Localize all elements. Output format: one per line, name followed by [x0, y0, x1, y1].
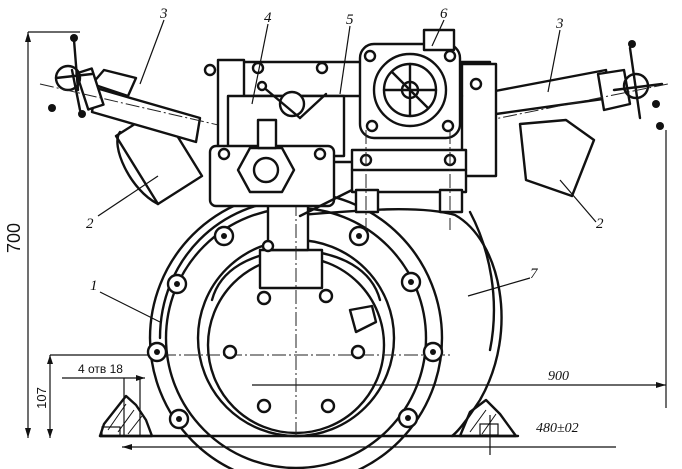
label-part-3-left: 3 — [159, 6, 168, 22]
bolt — [222, 344, 238, 360]
support-bracket — [298, 130, 468, 230]
bolt — [348, 225, 370, 247]
bolt — [422, 341, 444, 363]
dim-107-text: 107 — [34, 387, 49, 409]
dim-480-text: 480±02 — [536, 421, 579, 436]
bolt — [256, 290, 272, 306]
dimension-900: 900 — [252, 130, 667, 408]
dim-900-text: 900 — [548, 369, 569, 384]
dim-holes-text: 4 отв 18 — [78, 362, 123, 376]
label-part-2-left: 2 — [86, 216, 94, 232]
volute-casing — [298, 208, 503, 438]
bolt — [261, 239, 275, 253]
bolt — [256, 398, 272, 414]
bolt — [146, 341, 168, 363]
part-labels: 1 2 2 3 3 4 5 6 7 — [86, 6, 604, 294]
bolt — [400, 271, 422, 293]
label-part-2-right: 2 — [596, 216, 604, 232]
bolt — [213, 225, 235, 247]
dimension-700: 700 — [4, 31, 80, 438]
bolt — [397, 407, 419, 429]
bolt — [350, 344, 366, 360]
label-part-6: 6 — [440, 6, 448, 22]
bolt — [168, 408, 190, 430]
dim-700-text: 700 — [4, 223, 24, 253]
label-part-1: 1 — [90, 278, 98, 294]
gate-valve — [358, 28, 462, 140]
label-part-4: 4 — [264, 10, 272, 26]
label-part-5: 5 — [346, 12, 354, 28]
bolt — [318, 288, 334, 304]
label-part-3-right: 3 — [555, 16, 564, 32]
bolt — [320, 398, 336, 414]
gland-housing — [208, 118, 336, 208]
label-part-7: 7 — [530, 266, 539, 282]
base-foot — [98, 394, 520, 438]
bolt — [166, 273, 188, 295]
left-outlet — [39, 34, 241, 206]
flange-bolts — [146, 225, 444, 430]
leader-lines — [97, 19, 597, 323]
pump-body — [140, 180, 450, 469]
